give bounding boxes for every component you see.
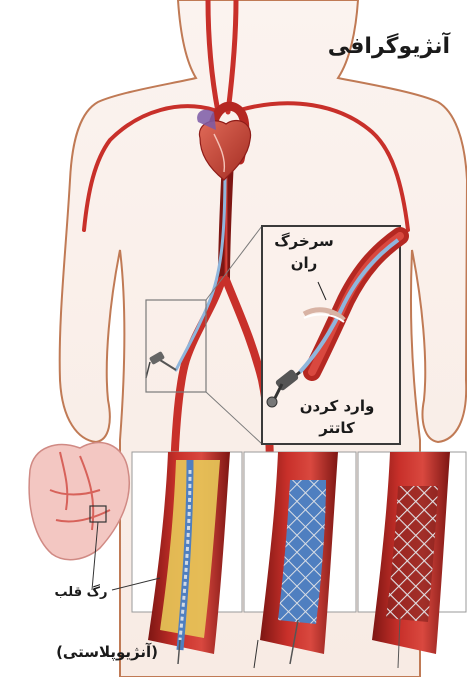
label-angioplasty: (آنژیوپلاستی) — [8, 643, 158, 661]
stent-panels — [112, 452, 466, 668]
page-title: آنژیوگرافی — [250, 34, 450, 59]
label-catheter-insertion: وارد کردن کاتتر — [282, 395, 392, 439]
label-femoral-artery: سرخرگ ران — [262, 230, 346, 274]
label-coronary-artery: رگ قلب — [48, 585, 114, 600]
coronary-heart — [29, 443, 129, 590]
